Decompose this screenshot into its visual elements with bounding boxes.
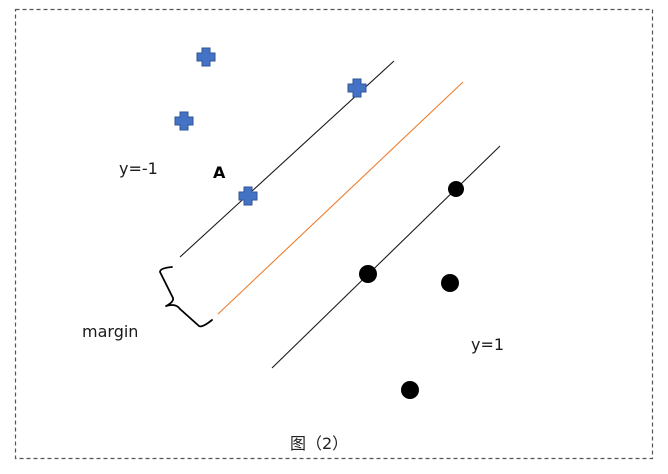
- black-dot-icon: [441, 274, 459, 292]
- margin-brace: [159, 266, 213, 328]
- figure-caption: 图（2）: [290, 434, 348, 453]
- margin-label: margin: [82, 322, 138, 341]
- blue-cross-icon: [238, 186, 258, 206]
- positive-points: [359, 181, 464, 399]
- negative-class-label: y=-1: [119, 159, 158, 178]
- positive-margin-line: [271, 145, 501, 369]
- positive-class-label: y=1: [471, 335, 504, 354]
- black-dot-icon: [359, 265, 377, 283]
- black-dot-icon: [401, 381, 419, 399]
- separating-hyperplane: [217, 81, 464, 315]
- blue-cross-icon: [174, 111, 194, 131]
- black-dot-icon: [448, 181, 464, 197]
- blue-cross-icon: [196, 47, 216, 67]
- blue-cross-icon: [347, 78, 367, 98]
- diagram-frame: [14, 8, 654, 460]
- negative-points: [174, 47, 367, 206]
- point-a-label: A: [213, 163, 226, 182]
